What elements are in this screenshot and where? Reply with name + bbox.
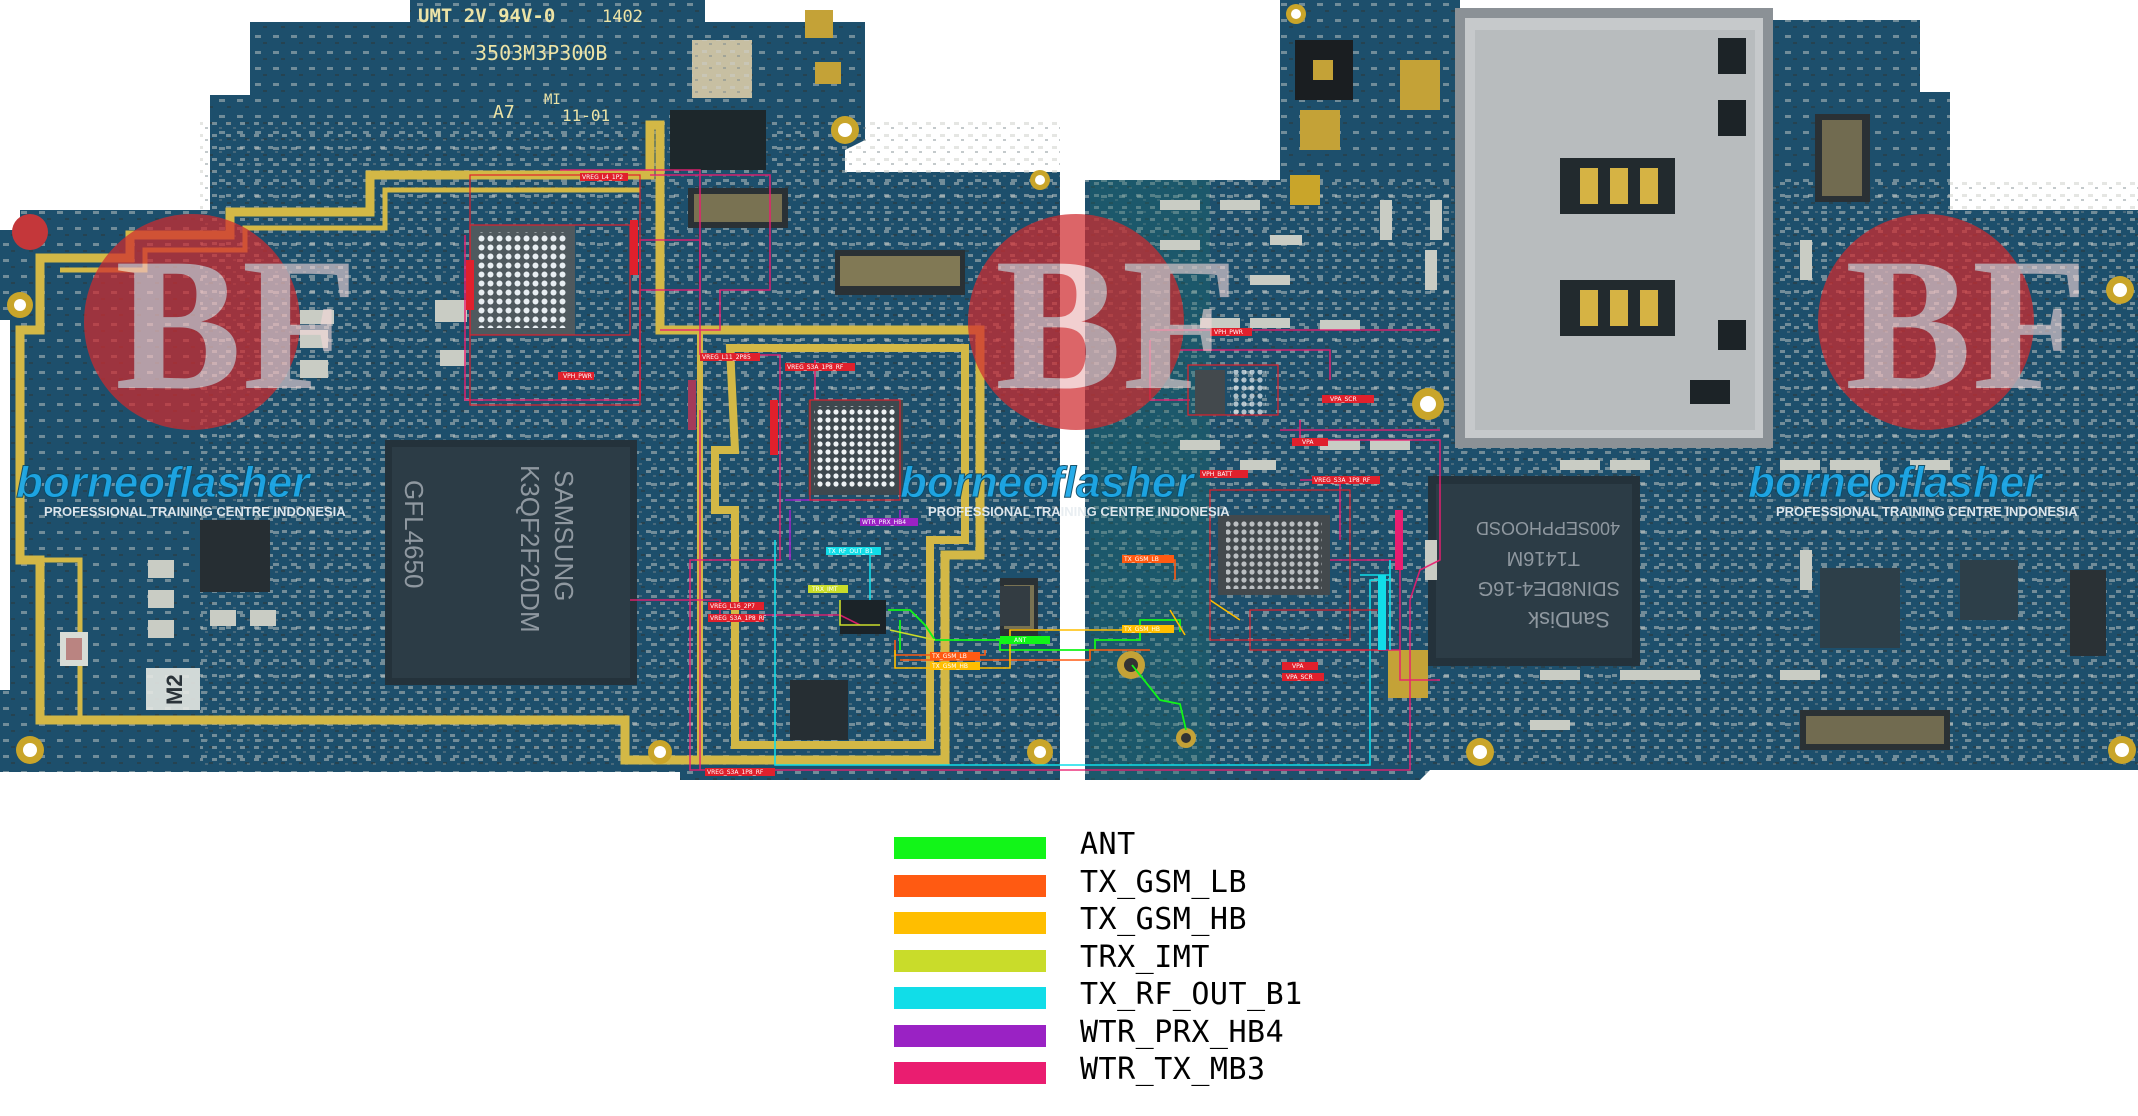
tag-ant: ANT [1014, 637, 1027, 644]
tag-vph-pwr: VPH_PWR [563, 373, 592, 380]
flash-chip-line1: SanDisk [1527, 607, 1610, 632]
wm-sub-left: PROFESSIONAL TRAINING CENTRE INDONESIA [44, 504, 346, 519]
tag-tx-rf-out: TX_RF_OUT_B1 [827, 548, 873, 555]
legend-swatch [894, 987, 1046, 1009]
wm-sub-right: PROFESSIONAL TRAINING CENTRE INDONESIA [1776, 504, 2078, 519]
tag-tx-gsm-lb: TX_GSM_LB [931, 653, 967, 660]
tag-vreg-l16: VREG_L16_2P7 [710, 603, 755, 610]
pcb-board-svg: UMT 2V 94V-0 1402 3503M3P300B A7 MI 11-0… [0, 0, 2138, 780]
silk-part-number: 3503M3P300B [475, 41, 607, 65]
silk-code: 1402 [602, 7, 643, 27]
legend-swatch [894, 874, 1046, 897]
legend-label: WTR_TX_MB3 [1080, 1052, 1266, 1087]
bf-logo-left: BF [84, 214, 358, 430]
tag-vreg-s3a-b: VREG_S3A_1P8_RF [710, 615, 767, 622]
tag-vreg-s3a-c: VREG_S3A_1P8_RF [707, 769, 764, 776]
legend-label: TX_GSM_HB [1080, 902, 1248, 937]
memory-chip-line3: GFL4650 [399, 480, 429, 588]
tag-tx-gsm-hb: TX_GSM_HB [931, 663, 968, 670]
wm-title-left: borneoflasher [16, 458, 312, 507]
tag-vreg-l11: VREG_L11_2P85 [702, 354, 751, 361]
bf-logo-right: BF [1818, 214, 2088, 430]
legend-label: TX_GSM_LB [1080, 864, 1248, 900]
wm-title-center: borneoflasher [900, 458, 1196, 507]
legend-swatch [894, 1062, 1046, 1084]
memory-chip-line1: SAMSUNG [549, 470, 579, 601]
legend-label: TX_RF_OUT_B1 [1080, 977, 1303, 1012]
legend-label: WTR_PRX_HB4 [1080, 1014, 1285, 1050]
legend-swatch [894, 1024, 1046, 1047]
tag-vpa: VPA [1302, 439, 1314, 446]
tag-vreg-l4: VREG_L4_1P2 [582, 174, 623, 181]
tag-vpa-scr: VPA_SCR [1330, 396, 1357, 403]
bf-logo-right-text: BF [1845, 220, 2088, 430]
flash-chip-line3: T1416M [1507, 547, 1580, 569]
silk-date: 11-01 [562, 106, 610, 125]
tag-trx-imt: TRX_IMT [811, 586, 838, 593]
legend-swatch [894, 912, 1046, 934]
tag-wtr-prx: WTR_PRX_HB4 [862, 519, 906, 526]
legend-swatch [894, 837, 1046, 859]
watermarks: BF BF BF borneoflasher PROFESSIONAL TRAI… [16, 214, 2088, 519]
flash-chip-line2: SDIN8DE4-16G [1478, 577, 1620, 599]
bf-logo-left-text: BF [115, 220, 358, 430]
bf-logo-center-text: BF [995, 220, 1238, 430]
tag-vph-batt: VPH_BATT [1202, 471, 1233, 478]
tag-vpa-r: VPA [1292, 663, 1304, 670]
legend-label: TRX_IMT [1080, 939, 1210, 975]
flash-chip-line4: 400SEPPHOOSD [1476, 518, 1620, 538]
silk-brand: MI [544, 92, 561, 108]
wm-sub-center: PROFESSIONAL TRAINING CENTRE INDONESIA [928, 504, 1230, 519]
silk-board-mark: M2 [162, 674, 187, 705]
tag-vreg-s3a-r: VREG_S3A_1P8_RF [1314, 477, 1371, 484]
tag-tx-gsm-lb-r: TX_GSM_LB [1123, 556, 1159, 563]
tag-vreg-s3a: VREG_S3A_1P8_RF [787, 364, 844, 371]
signal-tags: VREG_L4_1P2 VPH_PWR VREG_L11_2P85 VREG_S… [466, 173, 1403, 776]
tag-tx-gsm-hb-r: TX_GSM_HB [1123, 626, 1160, 633]
tag-vph-pwr-r: VPH_PWR [1214, 329, 1243, 336]
bf-logo-center: BF [968, 214, 1238, 430]
legend-swatch [894, 949, 1046, 972]
wm-title-right: borneoflasher [1748, 458, 2044, 507]
silk-top: UMT 2V 94V-0 [418, 5, 555, 27]
tag-vpa-scr-r: VPA_SCR [1286, 674, 1313, 681]
legend-label: ANT [1080, 827, 1136, 862]
silk-model: A7 [493, 102, 515, 123]
memory-chip-line2: K3QF2F20DM [515, 465, 545, 633]
